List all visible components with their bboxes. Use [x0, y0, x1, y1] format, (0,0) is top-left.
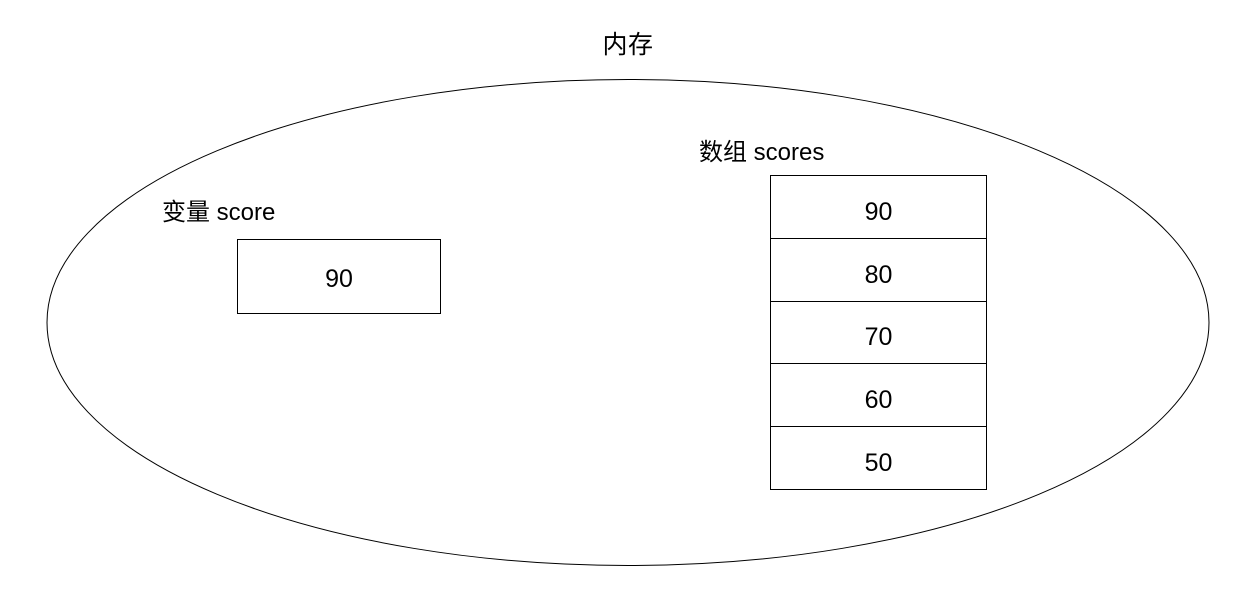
- array-cell-value: 80: [864, 260, 893, 289]
- page-title: 内存: [602, 31, 654, 59]
- array-cell: 90: [771, 176, 986, 239]
- variable-value: 90: [325, 264, 353, 293]
- array-label: 数组 scores: [699, 139, 825, 166]
- array-cell: 80: [771, 239, 986, 302]
- variable-label: 变量 score: [162, 199, 276, 226]
- array-box: 90 80 70 60 50: [770, 175, 987, 490]
- array-cell-value: 90: [864, 197, 893, 226]
- memory-ellipse-shape: [46, 79, 1210, 566]
- array-cell-value: 50: [864, 449, 893, 478]
- array-cell-value: 70: [864, 323, 893, 352]
- variable-box: 90: [237, 239, 441, 314]
- array-cell-value: 60: [864, 386, 893, 415]
- array-cell: 70: [771, 302, 986, 365]
- array-cell: 60: [771, 364, 986, 428]
- array-cell: 50: [771, 427, 986, 489]
